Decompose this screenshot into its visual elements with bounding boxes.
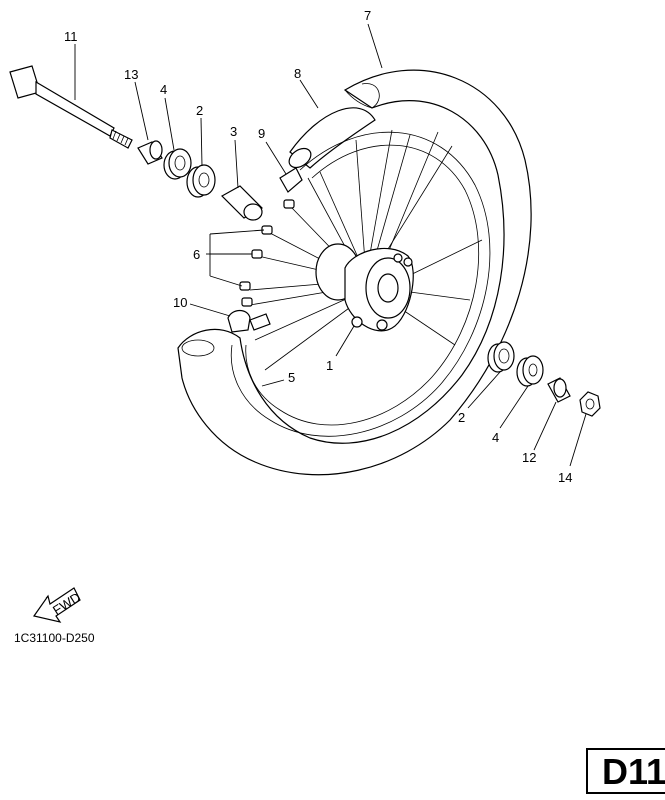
callout-12: 12 [522,450,536,465]
callout-3: 3 [230,124,237,139]
collar-part-12 [547,377,571,403]
leader-lines [74,23,587,467]
fwd-arrow-icon: FWD [32,587,83,623]
callout-labels: 7 8 9 11 13 4 2 3 6 10 5 1 2 4 12 14 [64,8,572,485]
callout-8: 8 [294,66,301,81]
page-code: D11 [602,751,665,792]
fwd-label: FWD [50,589,83,617]
tube-part-8 [288,107,376,169]
bearing-part-2-left [186,164,216,198]
bearing-part-2-right [487,341,515,373]
valve-part-10 [181,309,271,357]
callout-7: 7 [364,8,371,23]
callout-4-right: 4 [492,430,499,445]
collar-part-13 [137,140,163,165]
callout-13: 13 [124,67,138,82]
axle-part-11 [9,65,133,149]
callout-11: 11 [64,29,78,44]
callout-5: 5 [288,370,295,385]
spokes [249,129,483,371]
callout-9: 9 [258,126,265,141]
nut-part-14 [579,391,601,417]
callout-4-left: 4 [160,82,167,97]
callout-2-left: 2 [196,103,203,118]
tire-part-7 [177,69,532,476]
diagram-code: 1C31100-D250 [14,631,95,645]
rim-part-5 [230,131,491,437]
callout-14: 14 [558,470,572,485]
callout-6: 6 [193,247,200,262]
callout-10: 10 [173,295,187,310]
page-code-box: D11 [586,748,665,794]
rim-band-part-9 [279,167,303,193]
oil-seal-part-4-left [163,148,192,180]
spacer-part-3 [221,185,263,221]
oil-seal-part-4-right [516,355,544,387]
hub-part-1 [315,243,414,332]
callout-2-right: 2 [458,410,465,425]
callout-1: 1 [326,358,333,373]
